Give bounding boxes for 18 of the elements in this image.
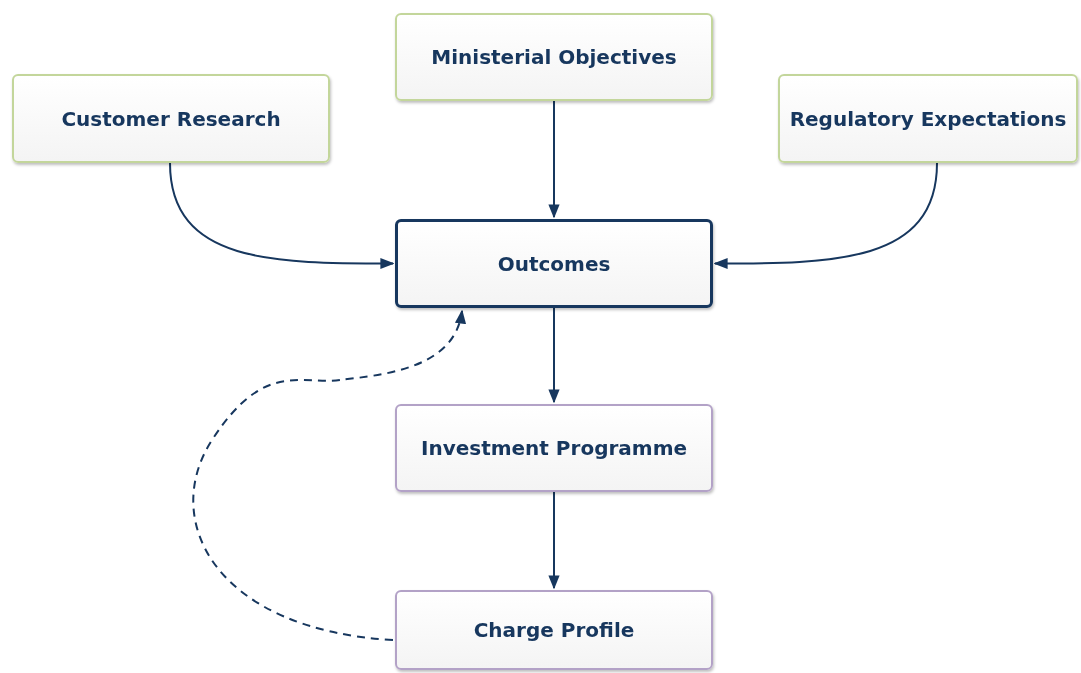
box-label: Customer Research <box>60 106 282 131</box>
box-label: Outcomes <box>496 251 612 276</box>
process-box <box>12 74 330 163</box>
box-label: Charge Profile <box>472 618 636 642</box>
box-label: Regulatory Expectations <box>788 106 1068 131</box>
arrow <box>548 307 560 404</box>
process-box <box>395 404 713 492</box>
arrow <box>548 491 560 590</box>
process-box <box>395 13 713 101</box>
process-box <box>395 590 713 670</box>
arrow <box>169 162 395 270</box>
arrow <box>548 100 560 219</box>
arrow <box>192 309 465 641</box>
process-box <box>395 219 713 308</box>
process-box <box>778 74 1078 163</box>
box-label: Ministerial Objectives <box>430 45 678 69</box>
box-label: Investment Programme <box>419 436 689 460</box>
arrow <box>713 162 938 270</box>
